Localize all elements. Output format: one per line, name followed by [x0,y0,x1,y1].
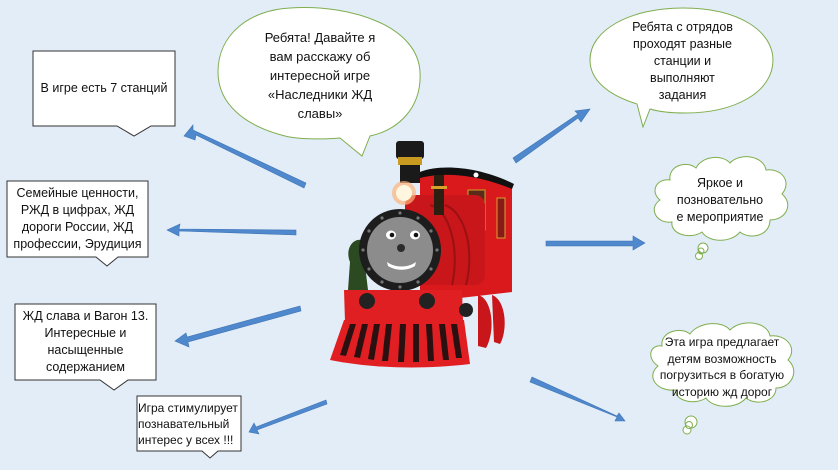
locomotive-illustration [330,141,514,368]
speech-text-teams: Ребята с отрядов проходят разные станции… [632,19,733,102]
arrow-to-station-list [166,223,297,237]
callout-box-glory [14,303,157,391]
speech-text-intro: Ребята! Давайте я вам расскажу об интере… [264,29,376,121]
thought-cloud-history [650,322,795,435]
arrow-to-teams [512,108,591,164]
callout-box-stations [32,50,176,137]
thought-cloud-bright [653,156,789,260]
callout-text-interest: Игра стимулирует познавательный интерес … [138,400,238,447]
arrow-to-glory [174,305,302,348]
callout-box-interest [136,395,242,459]
arrow-to-interest [248,399,328,435]
speech-bubble-teams [589,7,774,129]
cloud-text-history: Эта игра предлагает детям возможность по… [659,335,785,399]
callout-text-stations: В игре есть 7 станций [40,81,168,95]
arrow-to-bright [545,235,646,251]
arrow-to-stations [183,124,307,189]
arrow-to-history [529,376,626,422]
callout-text-station-list: Семейные ценности, РЖД в цифрах, ЖД доро… [13,186,142,251]
callout-box-station-list [6,180,149,267]
cloud-text-bright: Яркое и позновательно е мероприятие [676,175,764,224]
speech-bubble-intro [217,7,421,157]
callout-text-glory: ЖД слава и Вагон 13. Интересные и насыще… [22,309,149,374]
